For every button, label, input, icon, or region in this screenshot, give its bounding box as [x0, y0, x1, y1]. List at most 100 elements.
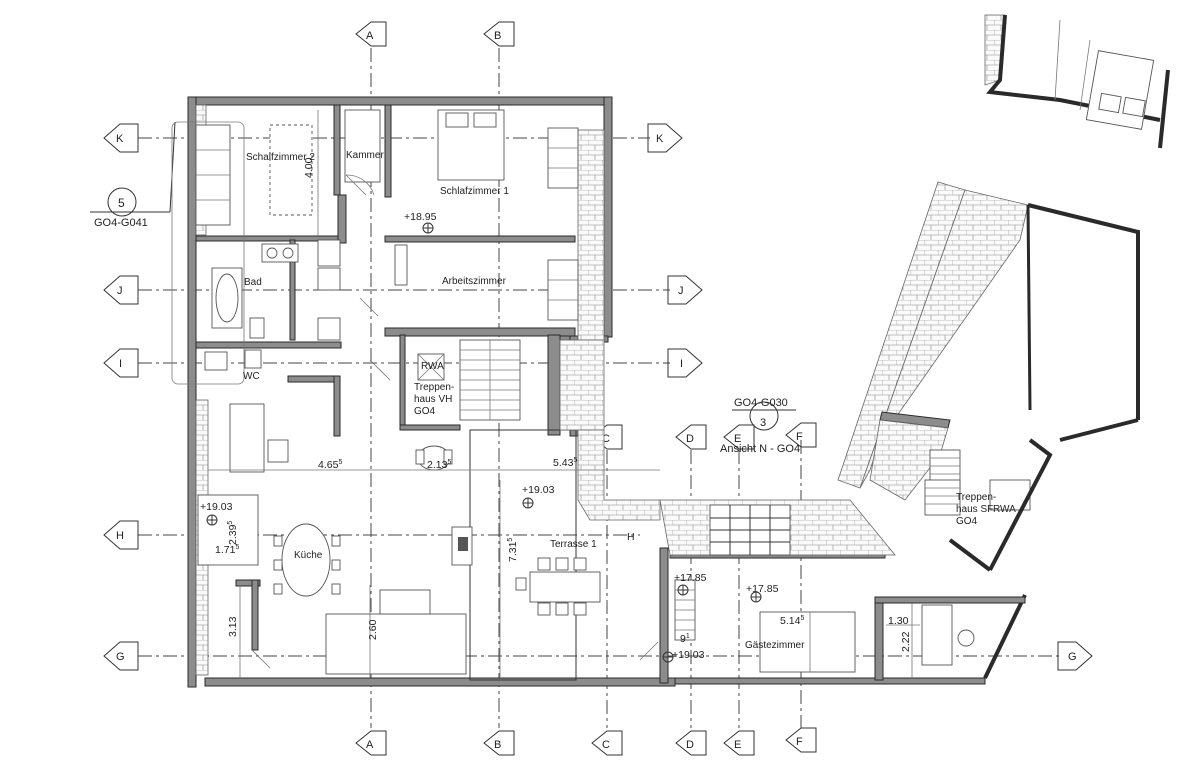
axis-marker-D-mid: D: [675, 424, 707, 450]
room-rwa-1: RWA: [421, 361, 444, 372]
svg-text:2.60: 2.60: [367, 619, 379, 640]
axis-marker-E-mid: E: [723, 424, 755, 450]
room-treppenhaus-sf-line3: GO4: [956, 516, 978, 527]
svg-text:B: B: [494, 30, 501, 42]
room-treppenhaus-vh-line3: GO4: [414, 406, 436, 417]
axis-marker-D-bottom: D: [675, 730, 707, 756]
room-kueche: Küche: [294, 550, 323, 561]
section-sheet: GO4-G041: [94, 217, 148, 229]
svg-text:K: K: [656, 133, 664, 145]
furniture: [195, 109, 601, 675]
svg-text:+17.85: +17.85: [746, 583, 779, 595]
svg-text:+19.03: +19.03: [522, 484, 555, 496]
svg-text:D: D: [686, 433, 694, 445]
section-marker: 5 GO4-G041: [90, 121, 245, 385]
view-marker: GO4-G030 3 Ansicht N - GO4: [720, 397, 800, 455]
svg-text:2.395: 2.395: [227, 521, 239, 545]
axis-marker-B-top: B: [483, 21, 515, 47]
axis-marker-A-top: A: [355, 21, 387, 47]
svg-text:F: F: [796, 736, 803, 748]
svg-text:5.145: 5.145: [780, 615, 804, 627]
svg-text:I: I: [680, 358, 683, 370]
elevation-mark-4: +17.85: [674, 572, 707, 596]
view-number: 3: [760, 417, 766, 429]
elevation-mark-2: +19.03: [200, 501, 233, 526]
axis-marker-F-mid: F: [785, 422, 817, 448]
svg-text:A: A: [366, 30, 374, 42]
svg-text:+18.95: +18.95: [404, 211, 437, 223]
svg-text:3.13: 3.13: [227, 616, 239, 637]
svg-text:I: I: [119, 358, 122, 370]
dimension-lines: 4.00 4.655 2.135 5.435 2.395 1.715 7.315…: [208, 110, 920, 678]
room-wc: WC: [243, 371, 260, 382]
svg-text:2.135: 2.135: [427, 459, 451, 471]
room-gaestezimmer: Gästezimmer: [745, 640, 805, 651]
view-title: Ansicht N - GO4: [720, 443, 800, 455]
right-wing: [659, 181, 1140, 684]
svg-text:+19.03: +19.03: [672, 649, 705, 661]
axis-marker-A-bottom: A: [355, 730, 387, 756]
room-arbeitszimmer: Arbeitszimmer: [442, 276, 507, 287]
svg-text:+19.03: +19.03: [200, 501, 233, 513]
svg-text:4.655: 4.655: [318, 459, 342, 471]
svg-text:+17.85: +17.85: [674, 572, 707, 584]
svg-text:2.22: 2.22: [900, 631, 912, 652]
svg-text:J: J: [117, 285, 123, 297]
room-rwa-2: RWA: [993, 504, 1016, 515]
svg-text:D: D: [686, 739, 694, 751]
svg-text:G: G: [1068, 651, 1077, 663]
room-schlafzimmer-2: Schalfzimmer 2: [246, 152, 315, 163]
axis-marker-J-left: J: [103, 275, 139, 305]
svg-text:B: B: [494, 739, 501, 751]
svg-text:1.30: 1.30: [888, 615, 909, 627]
svg-text:J: J: [678, 285, 684, 297]
room-labels: Schalfzimmer 2 Kammer Schlafzimmer 1 Bad…: [243, 150, 1016, 651]
room-treppenhaus-vh-line1: Treppen-: [414, 382, 454, 393]
elevation-mark-1: +18.95: [404, 211, 437, 234]
axis-marker-G-left: G: [103, 641, 139, 671]
axis-marker-H-left: H: [103, 520, 139, 550]
axis-marker-B-bottom: B: [483, 730, 515, 756]
building-walls: [187, 96, 986, 688]
axis-marker-C-mid: C: [591, 424, 623, 450]
svg-text:91: 91: [680, 633, 690, 645]
axis-marker-K-left: K: [103, 123, 139, 153]
door-swings: [251, 174, 659, 669]
view-sheet: GO4-G030: [734, 397, 788, 409]
elevation-mark-6: +19.03: [662, 649, 705, 663]
svg-text:1.715: 1.715: [215, 544, 239, 556]
axis-markers: A B A B C D E F C D E F K J I H G K J I …: [103, 21, 1093, 756]
section-number: 5: [118, 196, 125, 210]
svg-text:K: K: [116, 133, 124, 145]
room-treppenhaus-sf-line1: Treppen-: [956, 492, 996, 503]
axis-marker-G-right: G: [1057, 641, 1093, 671]
axis-marker-E-bottom: E: [723, 730, 755, 756]
axis-marker-K-right: K: [647, 123, 683, 153]
svg-text:E: E: [734, 433, 741, 445]
svg-text:7.315: 7.315: [507, 538, 519, 562]
room-bad: Bad: [244, 277, 262, 288]
neighbor-building: [984, 14, 1170, 149]
svg-text:4.00: 4.00: [303, 157, 315, 178]
elevation-mark-3: +19.03: [522, 484, 555, 509]
svg-text:F: F: [796, 431, 803, 443]
svg-text:C: C: [602, 433, 610, 445]
svg-text:G: G: [116, 651, 125, 663]
axis-marker-J-right: J: [667, 275, 703, 305]
svg-text:A: A: [366, 739, 374, 751]
svg-text:H: H: [116, 530, 124, 542]
elevation-mark-5: +17.85: [746, 583, 779, 603]
axis-marker-C-bottom: C: [591, 730, 623, 756]
room-treppenhaus-sf-line2: haus SF: [956, 504, 993, 515]
room-kammer: Kammer: [346, 150, 384, 161]
svg-text:C: C: [602, 739, 610, 751]
axis-marker-I-right: I: [667, 348, 703, 378]
room-terrasse: Terrasse 1: [550, 539, 597, 550]
axis-marker-I-left: I: [103, 348, 139, 378]
svg-text:5.435: 5.435: [553, 457, 577, 469]
svg-text:H: H: [627, 531, 635, 543]
room-schlafzimmer-1: Schlafzimmer 1: [440, 186, 509, 197]
room-treppenhaus-vh-line2: haus VH: [414, 394, 452, 405]
axis-marker-F-bottom: F: [785, 727, 817, 753]
